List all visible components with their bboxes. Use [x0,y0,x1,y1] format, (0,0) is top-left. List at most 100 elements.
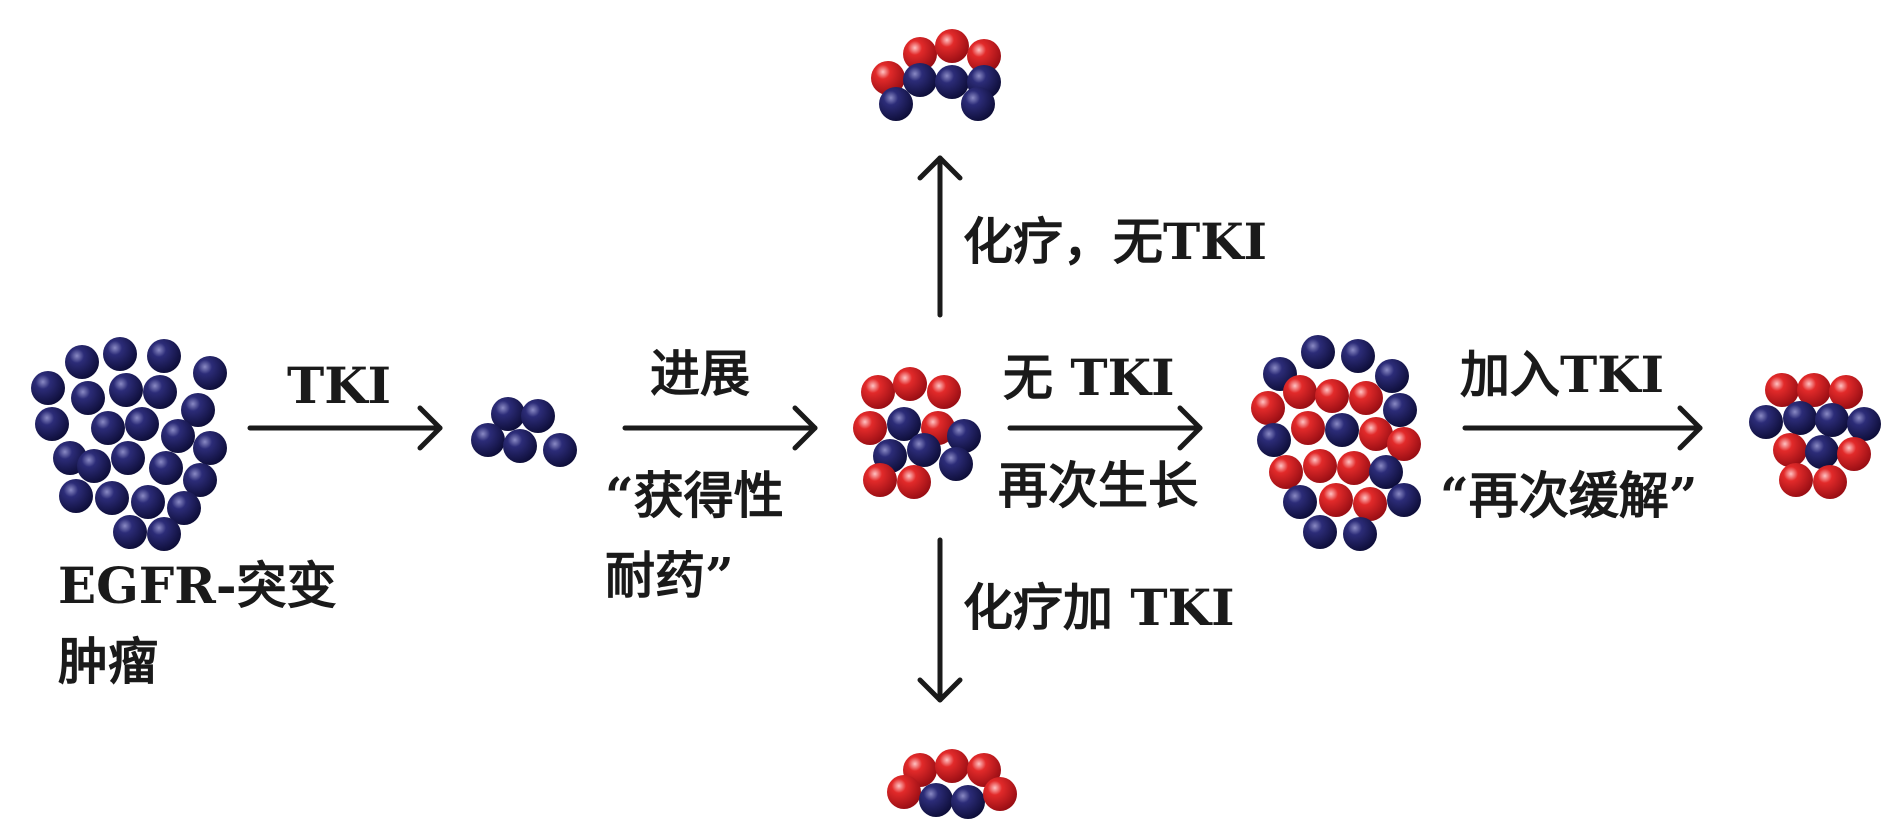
sensitive-cell [919,783,953,817]
sensitive-cell [1325,413,1359,447]
sensitive-cell [125,407,159,441]
cluster-acquired-resistance [853,367,981,499]
resistant-cell [1765,373,1799,407]
resistant-cell [1829,375,1863,409]
sensitive-cell [903,63,937,97]
resistant-cell [1337,451,1371,485]
resistant-cell [903,37,937,71]
resistant-cell [1837,437,1871,471]
resistant-cell [927,375,961,409]
resistant-cell [1283,375,1317,409]
resistant-cell [893,367,927,401]
sensitive-cell [1383,393,1417,427]
label-add-tki: 加入TKI [1460,345,1665,404]
arrow-add-tki [1462,405,1703,451]
sensitive-cell [147,339,181,373]
sensitive-cell [1805,435,1839,469]
label-no-tki: 无 TKI [1003,348,1175,407]
resistant-cell [1813,465,1847,499]
sensitive-cell [503,429,537,463]
sensitive-cell [1783,401,1817,435]
sensitive-cell [1283,485,1317,519]
resistant-cell [1359,417,1393,451]
resistant-cell [935,749,969,783]
cells-layer [31,29,1881,819]
arrow-add-tki-head [1677,405,1703,451]
cluster-after-tki [471,397,577,467]
resistant-cell [863,463,897,497]
sensitive-cell [193,431,227,465]
sensitive-cell [951,785,985,819]
label-acquired-resistance-line2: 耐药” [605,546,734,605]
arrow-chemo-plus-tki [917,537,963,703]
resistant-cell [967,753,1001,787]
sensitive-cell [1847,407,1881,441]
label-egfr-line2: 肿瘤 [58,632,158,691]
sensitive-cell [491,397,525,431]
sensitive-cell [183,463,217,497]
arrow-no-tki [1007,405,1203,451]
sensitive-cell [131,485,165,519]
sensitive-cell [1815,403,1849,437]
resistant-cell [1319,483,1353,517]
cluster-egfr-tumor [31,337,227,551]
sensitive-cell [147,517,181,551]
sensitive-cell [1369,455,1403,489]
resistant-cell [861,375,895,409]
arrow-chemo-no-tki-head [917,155,963,181]
sensitive-cell [939,447,973,481]
sensitive-cell [113,515,147,549]
resistant-cell [1251,391,1285,425]
arrows-layer [247,155,1703,703]
cluster-regrowth [1251,335,1421,551]
resistant-cell [967,39,1001,73]
label-chemo-plus-tki: 化疗加 TKI [963,578,1235,637]
sensitive-cell [947,419,981,453]
sensitive-cell [167,491,201,525]
label-regrow: 再次生长 [998,456,1198,515]
label-progress: 进展 [650,344,750,403]
resistant-cell [1353,487,1387,521]
sensitive-cell [143,375,177,409]
resistant-cell [1291,411,1325,445]
sensitive-cell [31,371,65,405]
sensitive-cell [879,87,913,121]
arrow-tki [247,405,443,451]
resistant-cell [1349,381,1383,415]
resistant-cell [1779,463,1813,497]
sensitive-cell [91,411,125,445]
sensitive-cell [95,481,129,515]
sensitive-cell [521,399,555,433]
sensitive-cell [1257,423,1291,457]
sensitive-cell [1387,483,1421,517]
sensitive-cell [35,407,69,441]
sensitive-cell [907,433,941,467]
cluster-chemo-plus-tki [887,749,1017,819]
sensitive-cell [77,449,111,483]
sensitive-cell [1749,405,1783,439]
sensitive-cell [1343,517,1377,551]
sensitive-cell [193,356,227,390]
resistant-cell [887,775,921,809]
arrow-progress-head [792,405,818,451]
resistant-cell [1387,427,1421,461]
label-chemo-no-tki: 化疗，无TKI [963,212,1268,271]
sensitive-cell [935,65,969,99]
arrow-progress [622,405,818,451]
sensitive-cell [543,433,577,467]
cluster-re-remission [1749,373,1881,499]
arrow-tki-head [417,405,443,451]
resistant-cell [1773,433,1807,467]
resistant-cell [871,61,905,95]
arrow-chemo-plus-tki-head [917,677,963,703]
sensitive-cell [471,423,505,457]
sensitive-cell [1301,335,1335,369]
label-re-remission: “再次缓解” [1440,466,1698,525]
resistant-cell [1303,449,1337,483]
sensitive-cell [59,479,93,513]
sensitive-cell [161,419,195,453]
arrow-no-tki-head [1177,405,1203,451]
sensitive-cell [181,393,215,427]
label-egfr-line1: EGFR-突变 [58,556,337,615]
